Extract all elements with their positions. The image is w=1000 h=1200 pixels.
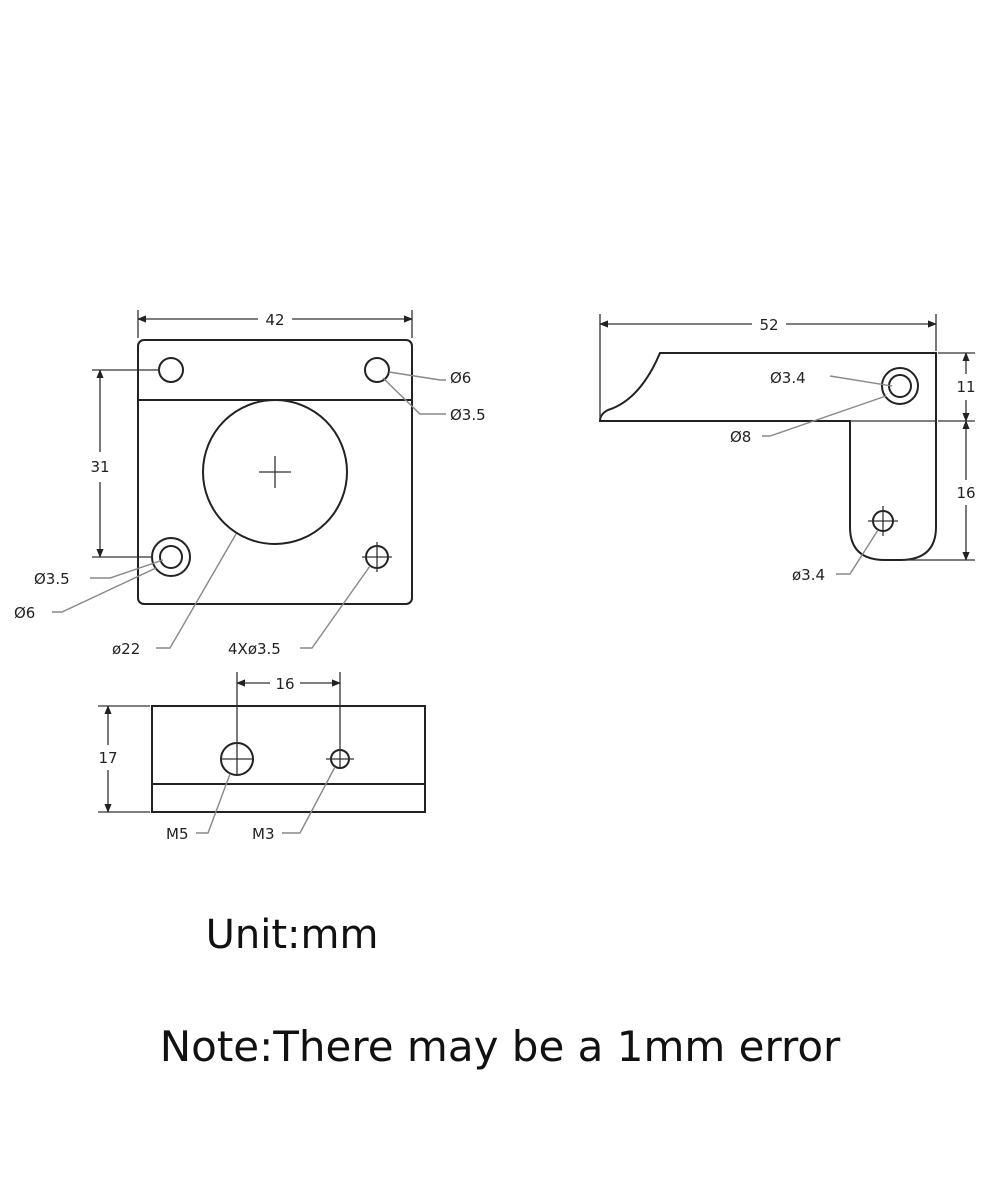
mount-holes-label: 4Xø3.5 (228, 640, 281, 658)
center-hole-label: ø22 (112, 640, 140, 658)
side-lower-hole-label: ø3.4 (792, 566, 825, 584)
bottom-view: 16 17 M5 M3 (98, 672, 426, 843)
top-left-hole (158, 357, 184, 383)
top-right-inner-label: Ø3.5 (450, 406, 486, 424)
leader-side-lower-hole (836, 529, 879, 575)
bottom-height-label: 17 (98, 749, 117, 767)
leader-m3 (282, 766, 336, 834)
bottom-left-inner-label: Ø3.5 (34, 570, 70, 588)
front-width-label: 42 (265, 311, 284, 329)
leader-mount-holes (300, 565, 371, 649)
leader-bottom-left-inner (90, 559, 164, 579)
leader-m5 (196, 773, 231, 834)
side-view: 52 11 16 Ø3.4 Ø8 ø3.4 (598, 314, 976, 584)
side-counterbore-label: Ø8 (730, 428, 751, 446)
side-bracket-outline (598, 352, 937, 561)
side-top-height-label: 11 (956, 378, 975, 396)
leader-top-right-outer (388, 371, 446, 381)
leader-side-top-hole (829, 375, 893, 387)
m5-label: M5 (166, 825, 189, 843)
error-note: Note:There may be a 1mm error (159, 1022, 841, 1071)
bottom-spacing-label: 16 (275, 675, 294, 693)
side-top-hole (888, 374, 912, 398)
top-right-hole (364, 357, 390, 383)
m3-label: M3 (252, 825, 275, 843)
side-top-hole-label: Ø3.4 (770, 369, 806, 387)
leader-top-right-inner (382, 377, 446, 415)
bottom-left-hole (159, 545, 183, 569)
center-hole (202, 399, 348, 545)
unit-note: Unit:mm (205, 912, 379, 958)
front-view: 42 31 Ø6 Ø3.5 Ø3.5 Ø6 ø22 4Xø3.5 (14, 310, 486, 658)
side-top-counterbore (881, 367, 919, 405)
leader-side-counterbore (762, 395, 887, 437)
front-span-label: 31 (90, 458, 109, 476)
bottom-block-outline (151, 705, 426, 813)
top-right-outer-label: Ø6 (450, 369, 471, 387)
front-plate-outline (137, 339, 413, 605)
side-width-label: 52 (759, 316, 778, 334)
side-lower-height-label: 16 (956, 484, 975, 502)
bottom-left-counterbore (151, 537, 191, 577)
leader-center-hole (156, 533, 237, 649)
bottom-left-outer-label: Ø6 (14, 604, 35, 622)
leader-bottom-left-outer (52, 567, 157, 613)
